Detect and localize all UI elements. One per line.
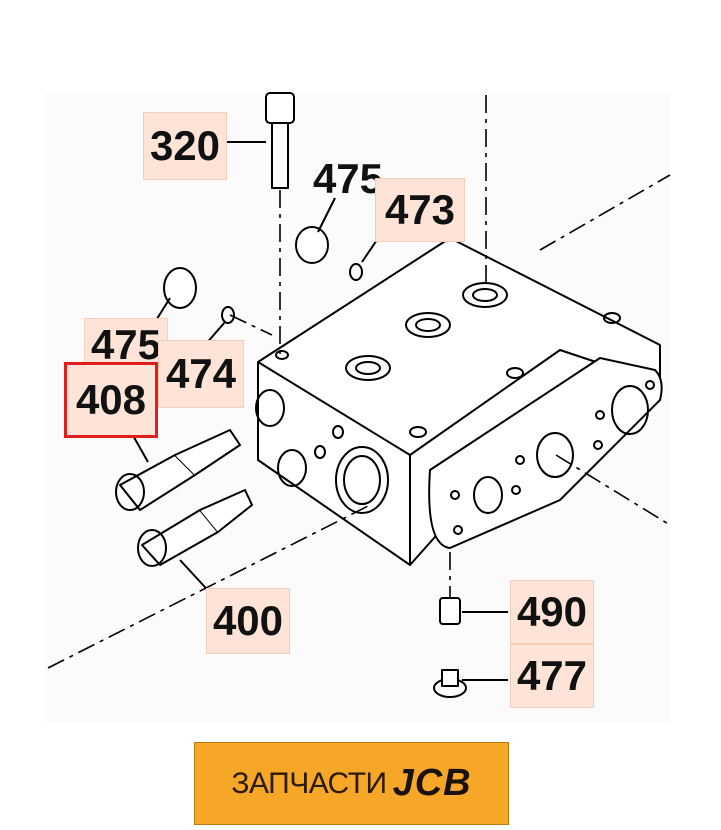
callout-label: 475 [312, 155, 384, 202]
top-margin [0, 0, 721, 92]
callout-label: 477 [516, 652, 588, 699]
brand-logo: JCB [392, 762, 472, 804]
callout-label: 408 [75, 376, 147, 423]
callout-408-highlighted[interactable]: 408 [64, 362, 158, 438]
callout-477[interactable]: 477 [510, 644, 594, 708]
callout-320[interactable]: 320 [143, 112, 227, 180]
brand-prefix: ЗАПЧАСТИ [231, 766, 387, 800]
callout-475-top[interactable]: 475 [306, 150, 390, 208]
callout-label: 475 [90, 321, 162, 368]
callout-474[interactable]: 474 [158, 340, 244, 408]
callout-473[interactable]: 473 [375, 178, 465, 242]
callout-label: 320 [149, 122, 221, 169]
callout-label: 473 [384, 186, 456, 233]
callout-label: 400 [212, 597, 284, 644]
brand-banner[interactable]: ЗАПЧАСТИ JCB [194, 742, 509, 825]
callout-400[interactable]: 400 [206, 588, 290, 654]
callout-label: 474 [165, 350, 237, 397]
callout-label: 490 [516, 588, 588, 635]
callout-490[interactable]: 490 [510, 580, 594, 644]
